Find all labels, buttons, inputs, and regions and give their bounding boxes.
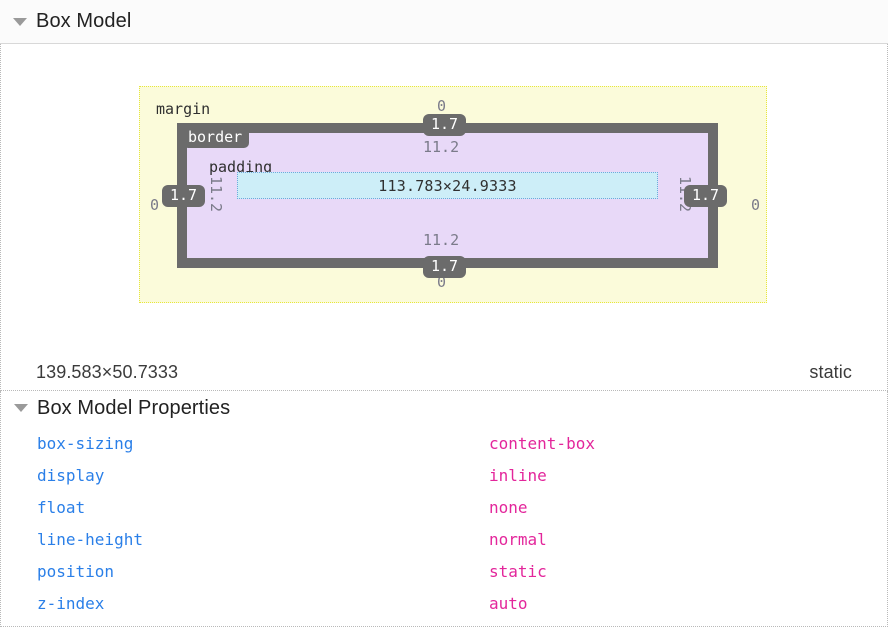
property-name: box-sizing	[37, 433, 134, 453]
margin-left-value: 0	[150, 196, 160, 214]
content-size-label: 113.783×24.9333	[378, 176, 517, 195]
property-row[interactable]: z-index auto	[1, 587, 887, 619]
box-model-properties-header[interactable]: Box Model Properties	[1, 391, 887, 425]
margin-top-value: 0	[437, 97, 447, 115]
border-box[interactable]: padding 113.783×24.9333	[177, 123, 718, 268]
property-value[interactable]: static	[489, 561, 547, 581]
border-label: border	[183, 128, 250, 148]
element-size-label: 139.583×50.7333	[36, 361, 179, 382]
padding-top-value: 11.2	[423, 138, 460, 156]
property-name: display	[37, 465, 105, 485]
property-value[interactable]: normal	[489, 529, 547, 549]
padding-left-value: 11.2	[207, 175, 226, 213]
border-left-value: 1.7	[162, 185, 206, 207]
padding-label: padding	[209, 158, 273, 176]
box-model-properties-region: Box Model Properties box-sizing content-…	[0, 391, 888, 627]
content-box[interactable]: 113.783×24.9333	[237, 172, 658, 199]
property-value[interactable]: none	[489, 497, 528, 517]
padding-box[interactable]: padding 113.783×24.9333	[187, 133, 708, 258]
property-value[interactable]: inline	[489, 465, 547, 485]
element-position-label: static	[809, 361, 852, 382]
property-list: box-sizing content-box display inline fl…	[1, 425, 887, 619]
margin-box[interactable]: margin 0 0 0 0 padding 113.783×24.9333 b…	[139, 86, 767, 303]
property-row[interactable]: float none	[1, 491, 887, 523]
padding-bottom-value: 11.2	[423, 231, 460, 249]
margin-bottom-value: 0	[437, 273, 447, 291]
box-model-header[interactable]: Box Model	[0, 0, 888, 44]
property-name: float	[37, 497, 86, 517]
property-row[interactable]: line-height normal	[1, 523, 887, 555]
border-bottom-value: 1.7	[423, 256, 467, 278]
triangle-down-icon[interactable]	[14, 404, 28, 412]
border-right-value: 1.7	[684, 185, 728, 207]
margin-label: margin	[156, 100, 211, 118]
property-row[interactable]: display inline	[1, 459, 887, 491]
property-row[interactable]: box-sizing content-box	[1, 427, 887, 459]
property-name: position	[37, 561, 115, 581]
border-top-value: 1.7	[423, 114, 467, 136]
box-model-properties-title: Box Model Properties	[37, 396, 231, 419]
triangle-down-icon[interactable]	[13, 17, 27, 26]
property-value[interactable]: auto	[489, 593, 528, 613]
margin-right-value: 0	[751, 196, 761, 214]
dimension-summary-row: 139.583×50.7333 static	[0, 352, 888, 392]
property-row[interactable]: position static	[1, 555, 887, 587]
property-name: z-index	[37, 593, 105, 613]
page-title: Box Model	[36, 10, 132, 32]
property-name: line-height	[37, 529, 143, 549]
property-value[interactable]: content-box	[489, 433, 595, 453]
box-model-diagram-region: margin 0 0 0 0 padding 113.783×24.9333 b…	[0, 44, 888, 391]
